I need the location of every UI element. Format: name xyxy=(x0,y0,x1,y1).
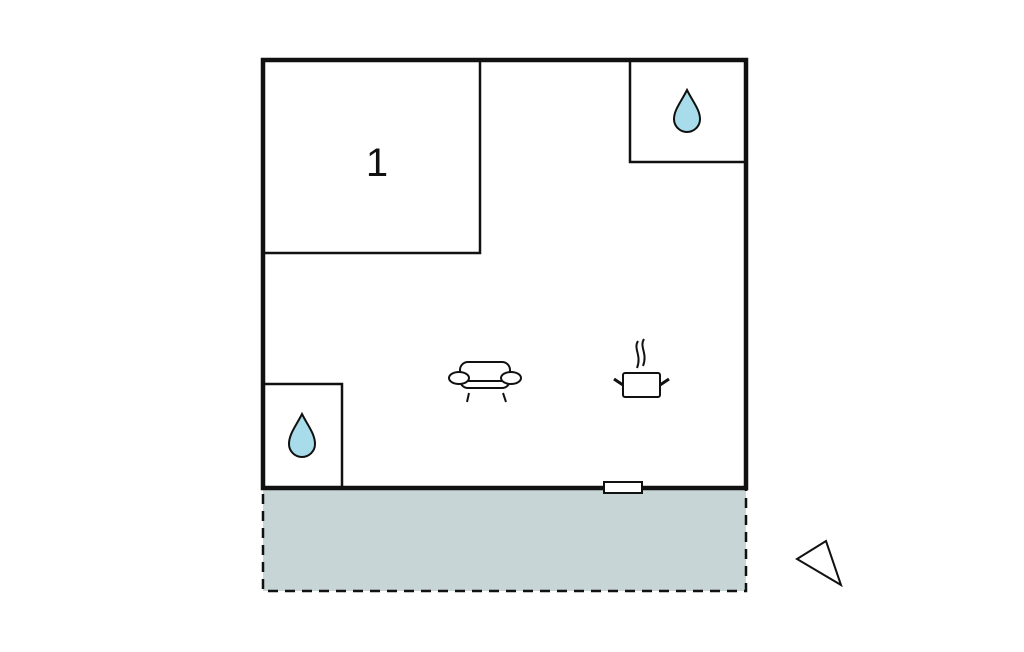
room-label: 1 xyxy=(366,141,388,185)
cooking-pot-icon xyxy=(613,338,670,398)
sofa-icon xyxy=(448,361,522,403)
bedroom-1 xyxy=(261,58,482,255)
outer-wall xyxy=(260,57,749,491)
water-drop-icon xyxy=(287,411,317,458)
door-opening xyxy=(603,481,643,494)
north-arrow-icon xyxy=(795,539,843,588)
water-drop-icon xyxy=(672,87,702,133)
bathroom-top-right xyxy=(628,58,748,164)
bathroom-bottom-left xyxy=(261,382,344,490)
terrace xyxy=(261,486,748,593)
